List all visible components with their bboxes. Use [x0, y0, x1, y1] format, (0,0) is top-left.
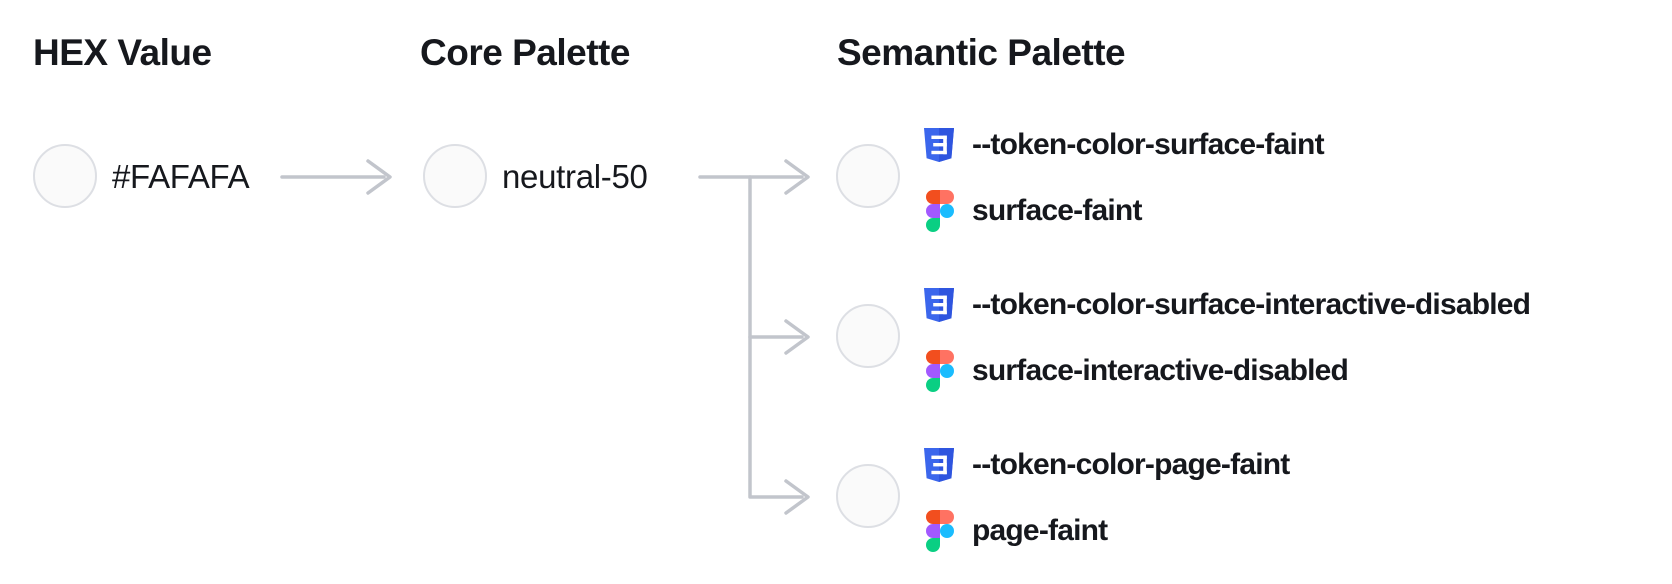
css-variable-label: --token-color-page-faint: [972, 448, 1290, 481]
figma-logo-icon: [926, 190, 954, 232]
figma-token-label: surface-faint: [972, 194, 1142, 227]
css-variable-label: --token-color-surface-interactive-disabl…: [972, 288, 1531, 321]
css3-shield-icon: [924, 288, 954, 322]
column-heading-semantic: Semantic Palette: [837, 32, 1126, 73]
css-variable-label: --token-color-surface-faint: [972, 128, 1325, 161]
core-color-swatch: [423, 144, 487, 208]
column-heading-core: Core Palette: [420, 32, 630, 73]
arrow-head-icon: [784, 159, 810, 195]
semantic-swatch-surface-faint: [836, 144, 900, 208]
figma-logo-icon: [926, 350, 954, 392]
branch-trunk-line: [748, 175, 804, 499]
core-name-label: neutral-50: [502, 158, 648, 195]
arrow-head-icon: [784, 319, 810, 355]
figma-token-label: page-faint: [972, 514, 1108, 547]
css3-shield-icon: [924, 448, 954, 482]
css3-shield-icon: [924, 128, 954, 162]
semantic-swatch-surface-interactive-disabled: [836, 304, 900, 368]
figma-token-label: surface-interactive-disabled: [972, 354, 1349, 387]
column-heading-hex: HEX Value: [33, 32, 212, 73]
hex-value-label: #FAFAFA: [112, 158, 250, 195]
arrow-head-icon: [784, 479, 810, 515]
arrow-head-icon: [366, 159, 392, 195]
hex-color-swatch: [33, 144, 97, 208]
figma-logo-icon: [926, 510, 954, 552]
semantic-swatch-page-faint: [836, 464, 900, 528]
